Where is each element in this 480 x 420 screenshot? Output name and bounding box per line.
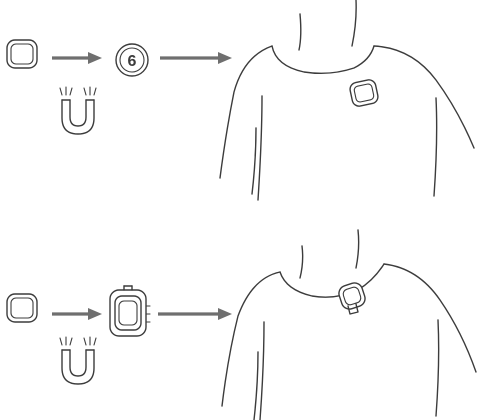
- clip-device-icon: [338, 282, 366, 315]
- shirt-icon: [219, 0, 475, 201]
- row-1: 6: [6, 0, 475, 201]
- arrow-icon: [52, 308, 102, 320]
- arrow-icon: [160, 52, 232, 64]
- shirt-icon: [221, 229, 477, 420]
- mount-logo: 6: [128, 53, 137, 70]
- magnet-icon: [59, 86, 97, 135]
- arrow-icon: [158, 308, 232, 320]
- clip-device-icon: [349, 79, 379, 107]
- magnetic-mount-icon: 6: [115, 43, 149, 77]
- row-2: [6, 229, 477, 420]
- clip-device-icon: [6, 39, 38, 69]
- magnet-icon: [59, 336, 97, 385]
- clip-holder-icon: [109, 285, 151, 337]
- clip-device-icon: [6, 293, 38, 323]
- arrow-icon: [52, 52, 102, 64]
